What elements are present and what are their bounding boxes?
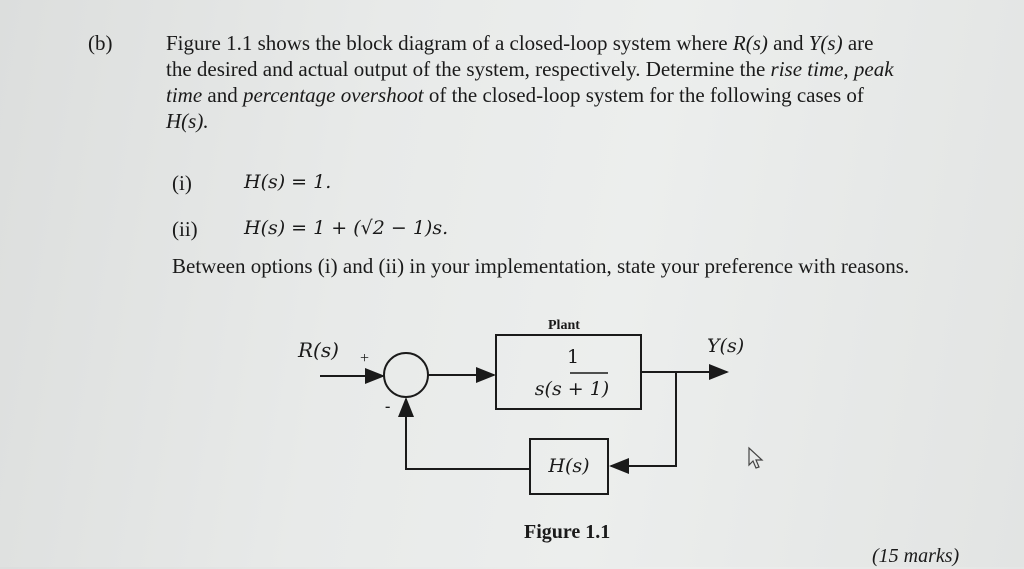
emphasized-text: Y(s) [808,31,843,55]
input-label: R(s) [298,338,339,362]
feedback-block-label: H(s) [548,455,590,477]
question-text: Figure 1.1 shows the block diagram of a … [166,30,996,134]
text-span: of the closed-loop system for the follow… [423,83,864,107]
feedback-path-right [609,372,677,474]
figure-caption: Figure 1.1 [524,521,611,543]
question-line-1: Figure 1.1 shows the block diagram of a … [166,30,996,56]
marks: (15 marks) [872,545,960,567]
text-span: and [767,31,809,55]
text-span: Figure 1.1 shows the block diagram of a … [166,31,733,55]
output-label: Y(s) [707,335,745,357]
emphasized-text: H(s). [166,109,209,133]
followup-question: Between options (i) and (ii) in your imp… [172,254,910,278]
minus-sign: - [385,398,391,415]
cursor-icon [748,446,764,469]
emphasized-text: time [166,83,203,107]
plant-denominator: s(s + 1) [534,378,610,400]
feedback-path-left [398,397,530,470]
feedback-block [529,438,609,495]
question-line-2: the desired and actual output of the sys… [166,56,996,82]
question-line-4: H(s). [166,108,996,134]
plant-numerator: 1 [566,346,580,368]
text-span: and [202,83,243,107]
emphasized-text: R(s) [732,31,768,55]
question-label: (b) [88,31,113,55]
case-ii-label: (ii) [172,217,198,241]
text-span: are [842,31,874,55]
emphasized-text: percentage overshoot [242,83,424,107]
plus-sign: + [360,350,370,367]
case-ii-expression: H(s) = 1 + (√2 − 1)s. [244,217,449,239]
emphasized-text: rise time, peak [770,57,894,81]
text-span: the desired and actual output of the sys… [166,57,771,81]
question-line-3: time and percentage overshoot of the clo… [166,82,996,108]
case-i-expression: H(s) = 1. [244,171,332,193]
case-i-label: (i) [172,171,192,195]
plant-title: Plant [548,318,580,333]
summing-junction [383,352,429,398]
